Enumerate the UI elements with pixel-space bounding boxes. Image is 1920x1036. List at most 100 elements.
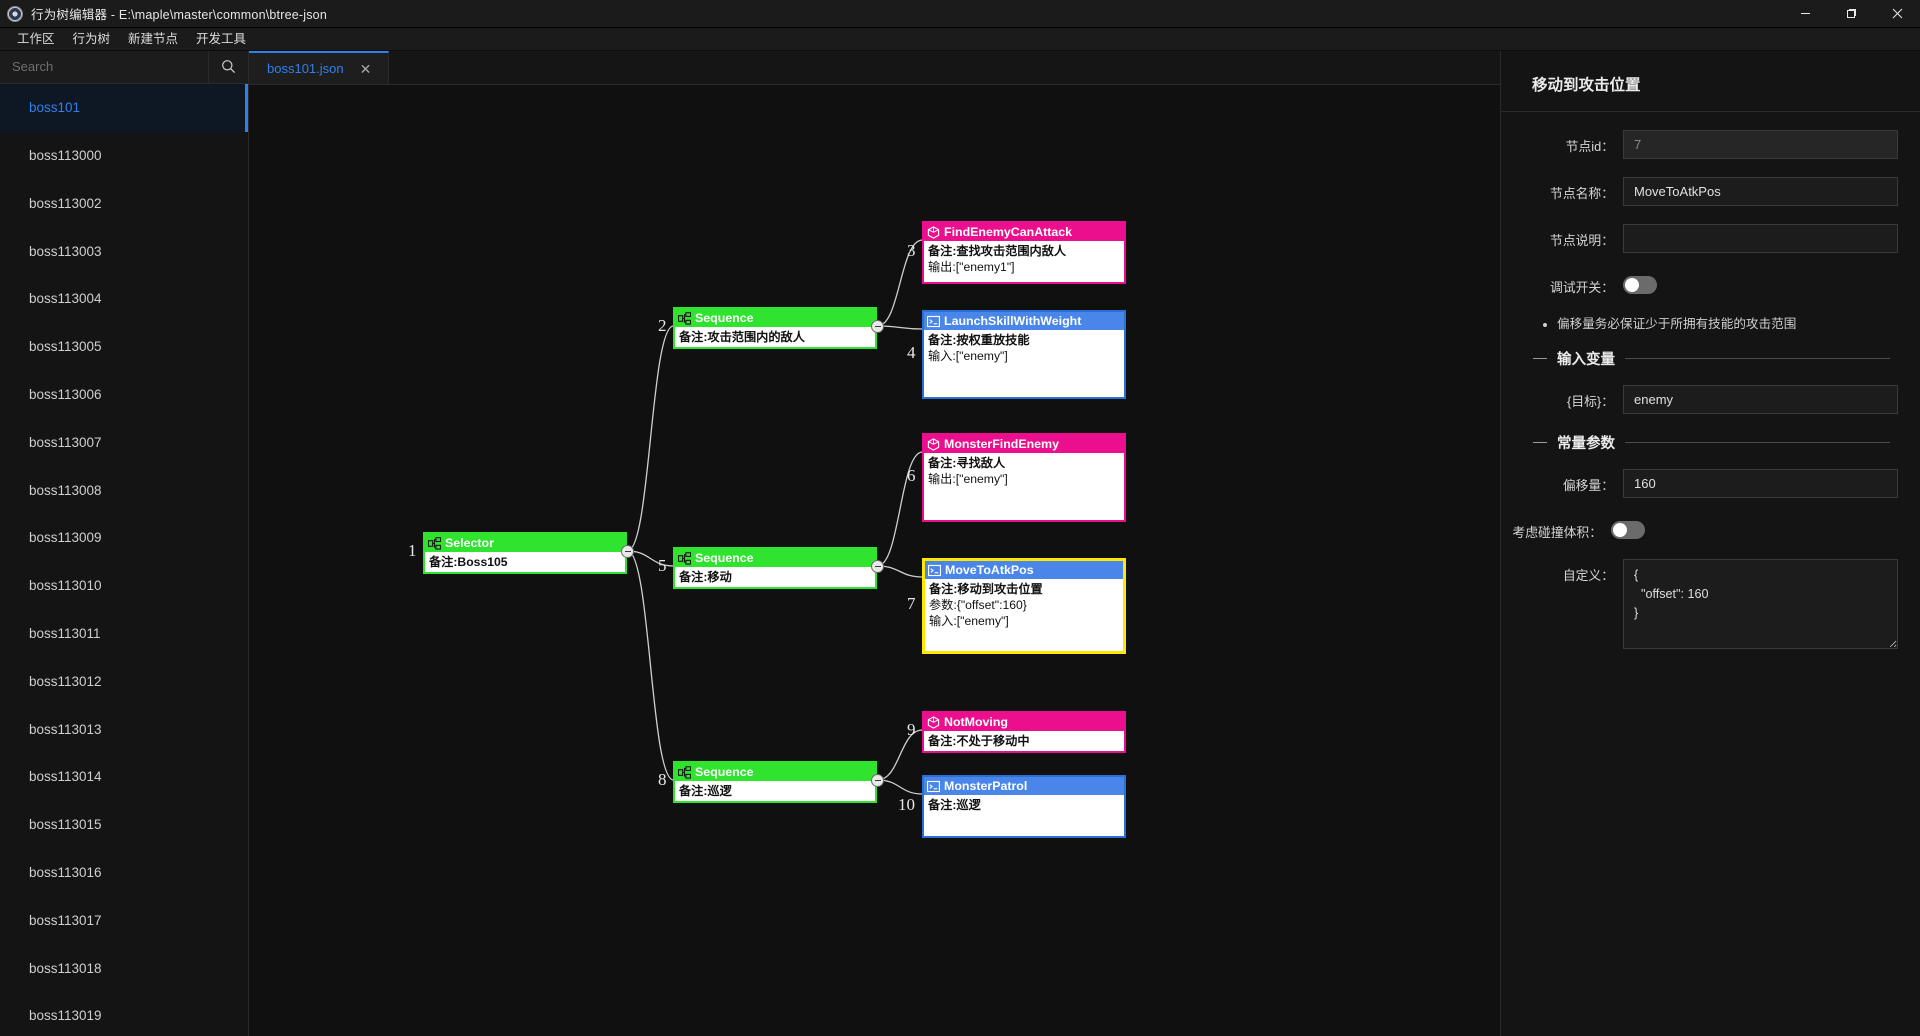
sidebar-item-boss113016[interactable]: boss113016 <box>0 849 248 897</box>
node-desc-input[interactable] <box>1623 224 1898 253</box>
offset-input[interactable] <box>1623 469 1898 498</box>
sidebar-item-boss113012[interactable]: boss113012 <box>0 657 248 705</box>
section-title: 常量参数 <box>1557 436 1615 452</box>
composite-icon <box>678 551 691 565</box>
tree-node-launchskillwithweight[interactable]: LaunchSkillWithWeight 备注:按权重放技能输入:["enemy… <box>922 310 1126 399</box>
collapse-dash-icon[interactable] <box>1533 358 1547 359</box>
menu-behavior-tree[interactable]: 行为树 <box>72 31 111 46</box>
window-title: 行为树编辑器 - E:\maple\master\common\btree-js… <box>31 8 327 22</box>
action-icon <box>927 315 940 328</box>
sidebar-item-boss113004[interactable]: boss113004 <box>0 275 248 323</box>
tree-node-sequence[interactable]: Sequence 备注:巡逻 <box>673 761 877 803</box>
node-number: 6 <box>907 465 916 485</box>
node-title: Sequence <box>695 765 754 779</box>
sidebar-item-boss113013[interactable]: boss113013 <box>0 705 248 753</box>
node-body: 备注:移动 <box>675 567 875 588</box>
tree-edge <box>627 325 674 552</box>
minimize-button[interactable] <box>1782 0 1828 28</box>
sidebar-item-boss113005[interactable]: boss113005 <box>0 323 248 371</box>
node-number: 7 <box>907 594 916 613</box>
node-number: 3 <box>907 240 916 260</box>
sidebar-item-label: boss113017 <box>29 912 102 928</box>
node-line: 输入:["enemy"] <box>929 614 1009 628</box>
node-header: LaunchSkillWithWeight <box>924 312 1124 330</box>
node-body: 备注:移动到攻击位置参数:{"offset":160}输入:["enemy"] <box>925 579 1123 632</box>
sidebar-item-label: boss113002 <box>29 195 102 211</box>
tree-edge <box>877 325 923 330</box>
menu-new-node[interactable]: 新建节点 <box>128 31 179 46</box>
node-name-input[interactable] <box>1623 177 1898 206</box>
field-custom-json: 自定义： { "offset": 160 } <box>1511 559 1898 654</box>
tree-edge <box>627 550 674 567</box>
sidebar-item-boss113002[interactable]: boss113002 <box>0 179 248 227</box>
custom-label: 自定义： <box>1562 568 1614 583</box>
sidebar-item-boss113000[interactable]: boss113000 <box>0 132 248 180</box>
sidebar-item-boss113019[interactable]: boss113019 <box>0 992 248 1036</box>
sidebar-item-label: boss113005 <box>29 339 102 355</box>
node-number: 10 <box>898 794 915 814</box>
tree-edge <box>877 239 923 327</box>
node-line: 备注:查找攻击范围内敌人 <box>928 244 1067 258</box>
composite-icon <box>678 311 691 325</box>
search-icon[interactable] <box>208 51 248 83</box>
sidebar-item-label: boss113009 <box>29 530 102 546</box>
custom-json-textarea[interactable]: { "offset": 160 } <box>1623 559 1898 649</box>
collision-toggle[interactable] <box>1611 521 1645 539</box>
maximize-button[interactable] <box>1828 0 1874 28</box>
debug-switch-label: 调试开关： <box>1550 280 1614 295</box>
toggle-knob <box>1625 278 1639 292</box>
sidebar-item-label: boss101 <box>29 100 81 116</box>
sidebar-item-boss113014[interactable]: boss113014 <box>0 753 248 801</box>
close-button[interactable] <box>1874 0 1920 28</box>
action-icon <box>928 564 941 577</box>
node-title: LaunchSkillWithWeight <box>944 314 1082 328</box>
node-number: 9 <box>907 720 916 739</box>
menu-dev-tools[interactable]: 开发工具 <box>196 31 247 46</box>
sidebar-item-boss113017[interactable]: boss113017 <box>0 896 248 944</box>
node-number: 1 <box>408 541 417 560</box>
section-rule <box>1625 442 1890 443</box>
sidebar-item-boss113007[interactable]: boss113007 <box>0 418 248 466</box>
node-output-anchor[interactable] <box>871 560 884 573</box>
search-input[interactable] <box>0 51 208 83</box>
node-output-anchor[interactable] <box>871 320 884 333</box>
sidebar-item-boss113008[interactable]: boss113008 <box>0 466 248 514</box>
sidebar-item-boss113009[interactable]: boss113009 <box>0 514 248 562</box>
tab-boss101-json[interactable]: boss101.json ✕ <box>249 51 390 84</box>
node-output-anchor[interactable] <box>871 774 884 787</box>
sidebar-item-boss113011[interactable]: boss113011 <box>0 610 248 658</box>
node-line: 备注:巡逻 <box>679 784 732 798</box>
node-body: 备注:攻击范围内的敌人 <box>675 327 875 348</box>
close-icon[interactable]: ✕ <box>359 60 372 77</box>
node-output-anchor[interactable] <box>621 545 634 558</box>
sidebar-item-label: boss113018 <box>29 960 102 976</box>
node-title: MonsterPatrol <box>944 779 1028 793</box>
node-line: 备注:按权重放技能 <box>928 333 1030 347</box>
debug-switch-toggle[interactable] <box>1623 276 1657 294</box>
node-line: 输入:["enemy"] <box>928 349 1008 363</box>
collapse-dash-icon[interactable] <box>1533 442 1547 443</box>
sidebar-item-boss101[interactable]: boss101 <box>0 83 248 132</box>
node-header: MoveToAtkPos <box>925 561 1123 579</box>
sidebar-item-boss113010[interactable]: boss113010 <box>0 562 248 610</box>
node-header: FindEnemyCanAttack <box>924 223 1124 241</box>
sidebar-item-boss113003[interactable]: boss113003 <box>0 227 248 275</box>
sidebar-item-boss113018[interactable]: boss113018 <box>0 944 248 992</box>
sidebar-item-label: boss113006 <box>29 387 102 403</box>
input-target-input[interactable] <box>1623 385 1898 414</box>
node-id-input[interactable] <box>1623 130 1898 159</box>
sidebar-item-boss113015[interactable]: boss113015 <box>0 801 248 849</box>
menu-workspace[interactable]: 工作区 <box>17 31 55 46</box>
sidebar-item-boss113006[interactable]: boss113006 <box>0 371 248 419</box>
window-controls <box>1782 0 1920 28</box>
